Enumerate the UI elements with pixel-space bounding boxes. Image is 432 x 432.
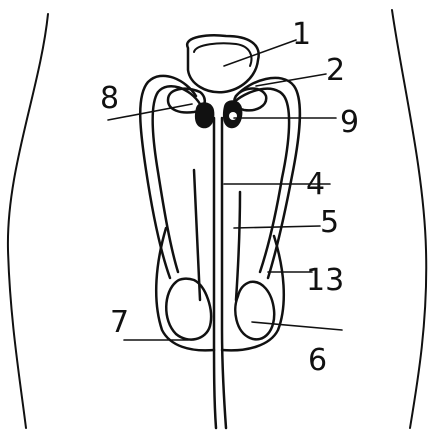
- body-outline-right: [392, 10, 426, 428]
- label-13: 13: [306, 263, 344, 298]
- label-9: 9: [340, 105, 359, 140]
- body-outline-left: [8, 14, 48, 428]
- testis-right: [235, 282, 274, 340]
- label-4: 4: [306, 167, 325, 202]
- urethra-right-wall: [222, 118, 226, 428]
- bladder-inner-contour: [194, 43, 251, 66]
- testis-left: [166, 279, 211, 340]
- left-duct-outer: [140, 76, 196, 278]
- prostate-left-lobe: [195, 102, 214, 128]
- shaft-line-right: [236, 192, 240, 300]
- leader-6: [252, 322, 342, 330]
- label-5: 5: [320, 205, 339, 240]
- label-6: 6: [308, 343, 327, 378]
- label-1: 1: [292, 17, 311, 52]
- urethra-left-wall: [214, 118, 216, 428]
- label-7: 7: [110, 305, 129, 340]
- label-2: 2: [326, 53, 345, 88]
- prostate-gland-spot: [229, 112, 237, 120]
- leader-5: [234, 226, 320, 228]
- label-8: 8: [100, 81, 119, 116]
